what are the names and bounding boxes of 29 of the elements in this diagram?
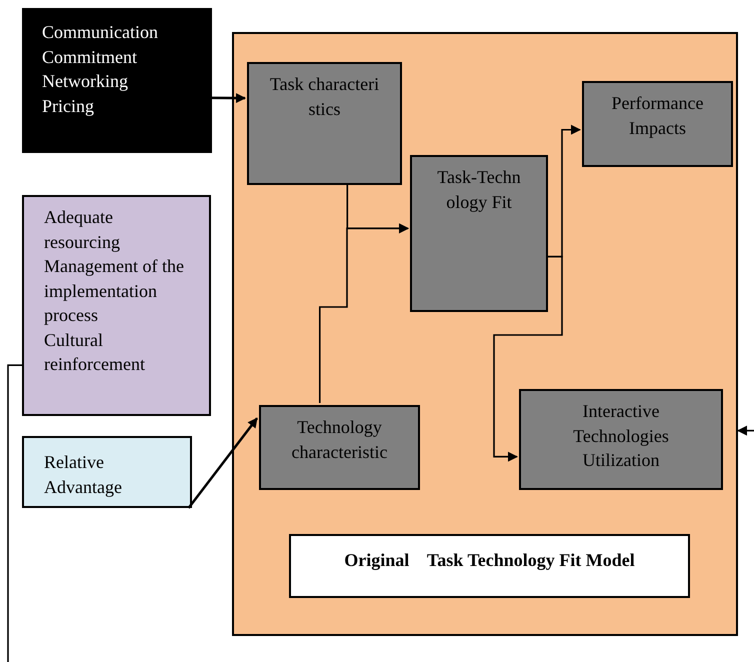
box-text: Interactive Technologies Utilization	[572, 400, 670, 472]
model-panel	[232, 32, 738, 636]
title-box	[289, 534, 690, 598]
arrow	[319, 223, 409, 403]
process-box	[410, 155, 548, 312]
arrow	[188, 418, 258, 509]
box-text: Management of the implementation process	[43, 255, 185, 327]
box-text: Task-Technology Fit	[436, 166, 522, 214]
process-box	[247, 62, 402, 185]
process-box	[519, 389, 723, 490]
arrow	[493, 256, 563, 462]
factor-box	[22, 436, 192, 508]
box-text: Commitment	[41, 46, 138, 68]
box-text: Cultural reinforcement	[43, 328, 146, 376]
process-box	[582, 81, 733, 167]
box-text: Relative Advantage	[43, 451, 123, 499]
arrow	[212, 93, 246, 104]
box-text: Task characteristics	[268, 73, 380, 120]
box-text: Technology characteristic	[290, 416, 388, 464]
box-text: Performance Impacts	[610, 92, 704, 140]
box-text: Adequate resourcing	[43, 206, 121, 254]
box-text: Pricing	[41, 94, 95, 118]
box-text: Original Task Technology Fit Model	[343, 549, 636, 572]
process-box	[259, 405, 420, 490]
box-text: Networking	[41, 70, 129, 93]
input-box	[22, 8, 212, 153]
arrow	[737, 426, 754, 436]
factor-box	[22, 195, 211, 416]
box-text: Communication	[41, 21, 159, 44]
